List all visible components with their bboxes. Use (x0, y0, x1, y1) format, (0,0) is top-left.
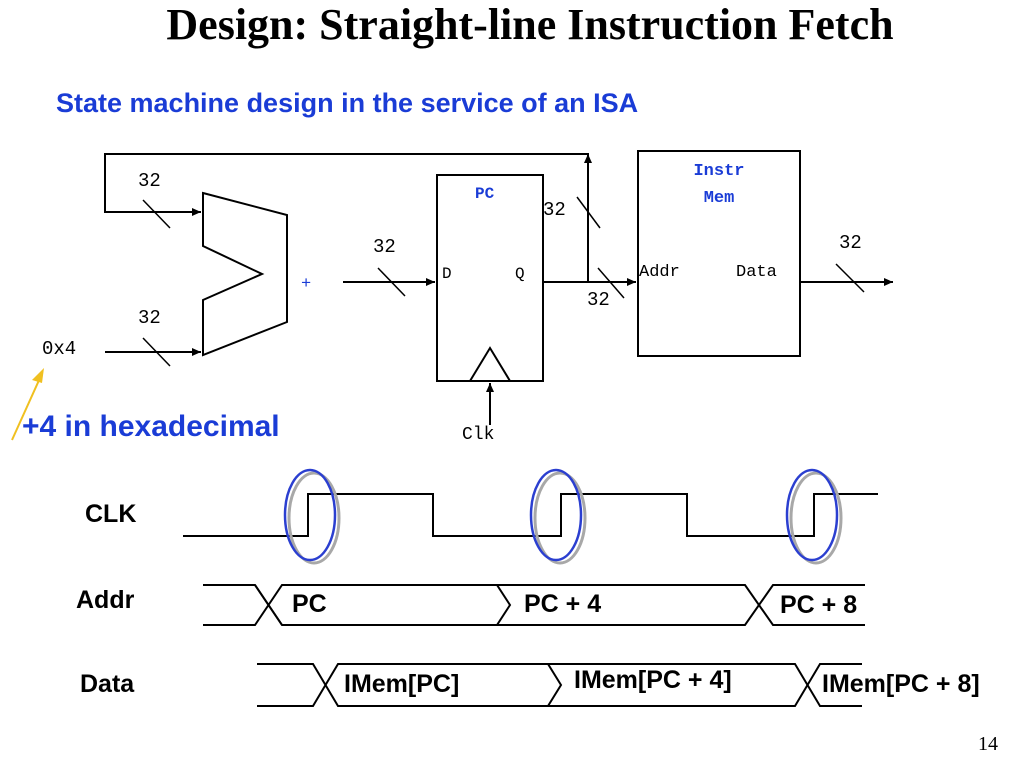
bus-width-label: 32 (138, 170, 161, 192)
data-value: IMem[PC + 8] (822, 670, 980, 698)
feedback-loop-wire (104, 153, 589, 282)
constant-input-label: 0x4 (42, 338, 76, 360)
addr-value: PC + 8 (780, 591, 857, 619)
bus-width-label: 32 (138, 307, 161, 329)
slide-subtitle: State machine design in the service of a… (56, 88, 639, 118)
rising-edge-highlights (283, 468, 843, 565)
pc-d-port: D (442, 265, 452, 283)
datapath-labels: 32 32 32 32 32 32 0x4 + PC D Q Clk Instr… (42, 162, 862, 445)
bus-width-label: 32 (587, 289, 610, 311)
bus-width-label: 32 (373, 236, 396, 258)
bus-slash (835, 263, 865, 293)
pc-q-port: Q (515, 265, 525, 283)
clk-waveform (183, 493, 878, 537)
adder-block (202, 191, 288, 357)
bus-slash (576, 196, 601, 229)
bus-slash (377, 267, 406, 297)
adder-symbol: + (301, 275, 311, 294)
pc-register-box (436, 174, 544, 382)
data-value: IMem[PC] (344, 670, 459, 698)
addr-value: PC + 4 (524, 590, 601, 618)
pc-register-name: PC (475, 185, 495, 203)
timing-labels: CLK Addr Data (76, 500, 136, 698)
imem-name-line1: Instr (693, 162, 744, 181)
imem-name-line2: Mem (704, 189, 735, 208)
datapath (104, 150, 893, 425)
addr-values: PC PC + 4 PC + 8 (292, 590, 857, 619)
hex-annotation: +4 in hexadecimal (22, 410, 280, 443)
addr-waveform (203, 584, 865, 626)
data-values: IMem[PC] IMem[PC + 4] IMem[PC + 8] (344, 666, 980, 698)
bus-slash (597, 267, 625, 299)
clk-label: Clk (462, 425, 494, 445)
data-waveform (257, 663, 862, 707)
imem-addr-port: Addr (639, 263, 680, 282)
slide-title: Design: Straight-line Instruction Fetch (166, 0, 894, 49)
annotation-arrow (11, 368, 44, 441)
timing-label-clk: CLK (85, 500, 136, 528)
timing-label-addr: Addr (76, 586, 135, 614)
clock-triangle (469, 346, 511, 382)
instr-mem-box (637, 150, 801, 357)
bus-width-label: 32 (543, 199, 566, 221)
bus-width-label: 32 (839, 232, 862, 254)
timing-label-data: Data (80, 670, 135, 698)
data-value: IMem[PC + 4] (574, 666, 732, 694)
bus-slash (142, 337, 171, 367)
page-number: 14 (978, 733, 998, 755)
imem-data-port: Data (736, 263, 777, 282)
bus-slash (142, 199, 171, 229)
addr-value: PC (292, 590, 327, 618)
